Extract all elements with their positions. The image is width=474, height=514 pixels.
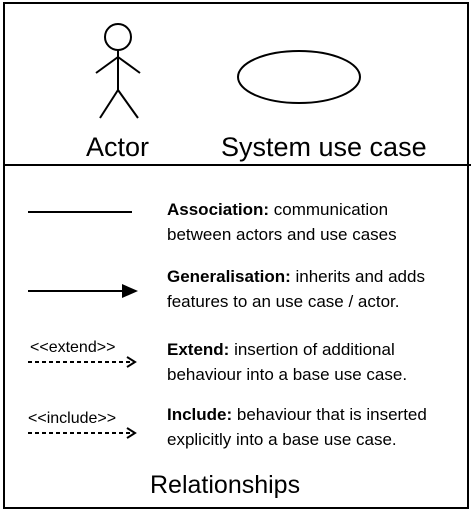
use-case-label: System use case bbox=[221, 132, 427, 162]
section-divider bbox=[3, 164, 471, 166]
association-line bbox=[28, 211, 132, 213]
relationships-title: Relationships bbox=[150, 471, 301, 499]
generalisation-text: inherits and adds features to an use cas… bbox=[167, 267, 425, 311]
actor-label: Actor bbox=[86, 132, 150, 162]
include-dashed-arrow bbox=[28, 427, 137, 439]
extend-description: Extend: insertion of additional behaviou… bbox=[167, 337, 457, 387]
generalisation-arrow bbox=[28, 284, 138, 298]
association-text: communication between actors and use cas… bbox=[167, 200, 397, 244]
association-description: Association: communication between actor… bbox=[167, 197, 457, 247]
include-text: behaviour that is inserted explicitly in… bbox=[167, 405, 427, 449]
include-description: Include: behaviour that is inserted expl… bbox=[167, 402, 457, 452]
extend-term: Extend: bbox=[167, 340, 230, 359]
diagram-frame bbox=[3, 2, 469, 509]
use-case-ellipse-icon bbox=[237, 50, 361, 104]
association-term: Association: bbox=[167, 200, 270, 219]
generalisation-description: Generalisation: inherits and adds featur… bbox=[167, 264, 457, 314]
include-term: Include: bbox=[167, 405, 233, 424]
actor-stick-figure-icon bbox=[95, 23, 141, 119]
include-stereotype-label: <<include>> bbox=[28, 410, 117, 427]
extend-text: insertion of additional behaviour into a… bbox=[167, 340, 408, 384]
generalisation-term: Generalisation: bbox=[167, 267, 291, 286]
extend-stereotype-label: <<extend>> bbox=[30, 339, 116, 356]
extend-dashed-arrow bbox=[28, 356, 137, 368]
